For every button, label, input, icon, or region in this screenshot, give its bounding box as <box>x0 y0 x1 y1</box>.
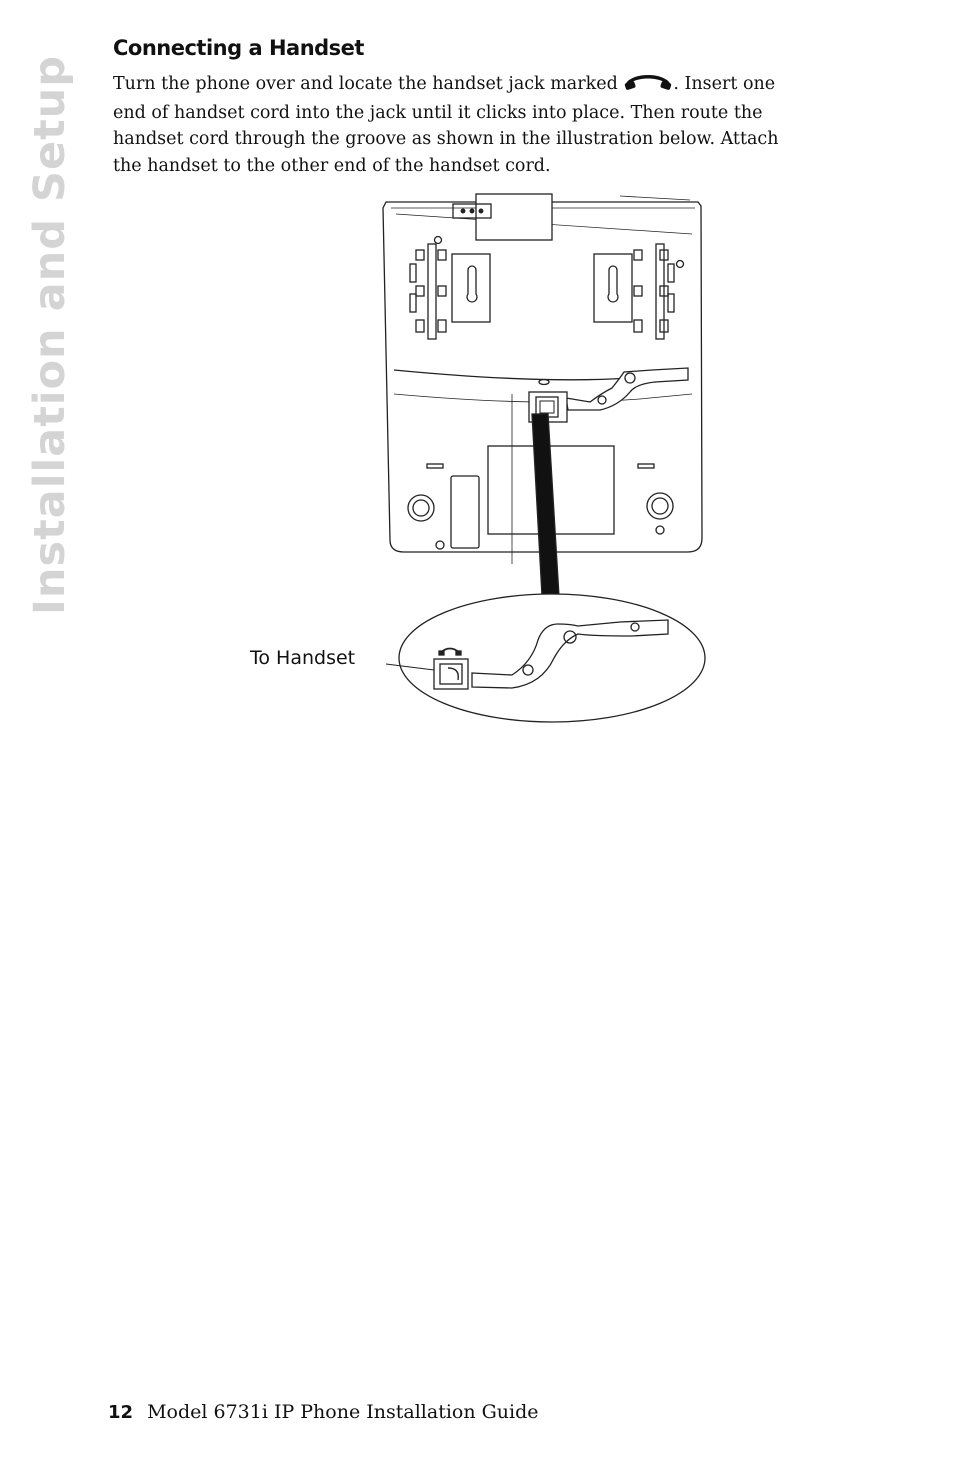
paragraph-line: Turn the phone over and locate the hands… <box>113 71 873 100</box>
guide-title: Model 6731i IP Phone Installation Guide <box>147 1401 539 1423</box>
to-handset-callout: To Handset <box>250 647 356 669</box>
handset-icon <box>624 73 672 100</box>
paragraph-line-text: . Insert one <box>673 74 776 94</box>
instructions-paragraph: Turn the phone over and locate the hands… <box>113 71 873 179</box>
side-section-tab: Installation and Setup <box>18 40 82 630</box>
section-heading: Connecting a Handset <box>113 36 364 60</box>
phone-base-illustration <box>382 193 706 723</box>
side-section-label: Installation and Setup <box>25 54 75 616</box>
paragraph-line: the handset to the other end of the hand… <box>113 155 551 176</box>
handset-connection-figure: To Handset <box>240 188 720 728</box>
paragraph-line-text: Turn the phone over and locate the hands… <box>113 74 624 94</box>
paragraph-line: end of handset cord into the jack until … <box>113 102 763 123</box>
page-footer: 12 Model 6731i IP Phone Installation Guid… <box>108 1401 539 1423</box>
page-number: 12 <box>108 1402 134 1423</box>
paragraph-line: handset cord through the groove as shown… <box>113 129 779 149</box>
